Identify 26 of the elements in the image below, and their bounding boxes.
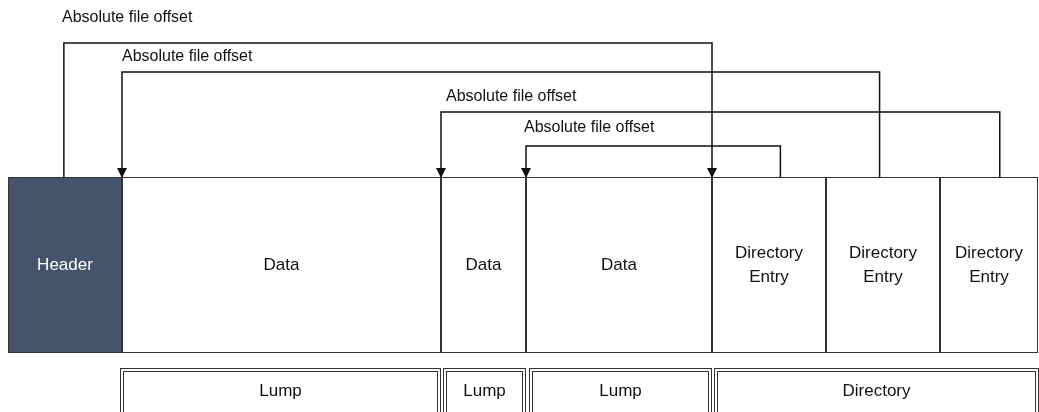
file-region-block <box>526 177 712 353</box>
file-region-block <box>122 177 441 353</box>
block-label: Lump <box>462 380 507 402</box>
offset-arrow <box>63 42 718 179</box>
block-label: Directory Entry <box>848 242 918 288</box>
offset-arrow <box>520 145 782 179</box>
section-bracket-box <box>529 368 712 412</box>
file-region-block <box>712 177 826 353</box>
section-bracket-box <box>714 368 1039 412</box>
file-region-block <box>940 177 1038 353</box>
file-region-block <box>441 177 526 353</box>
block-label: Header <box>36 254 94 276</box>
block-label: Data <box>262 254 301 276</box>
block-label: Lump <box>258 380 303 402</box>
block-label: Data <box>464 254 503 276</box>
offset-arrow <box>116 71 881 179</box>
block-label: Lump <box>598 380 643 402</box>
file-region-block <box>826 177 940 353</box>
block-label: Directory Entry <box>734 242 804 288</box>
block-label: Directory Entry <box>954 242 1024 288</box>
block-label: Data <box>600 254 638 276</box>
offset-arrow <box>435 111 1001 179</box>
section-bracket-box <box>120 368 441 412</box>
header-block <box>8 177 122 353</box>
block-label: Directory <box>841 380 912 402</box>
section-bracket-box <box>443 368 526 412</box>
